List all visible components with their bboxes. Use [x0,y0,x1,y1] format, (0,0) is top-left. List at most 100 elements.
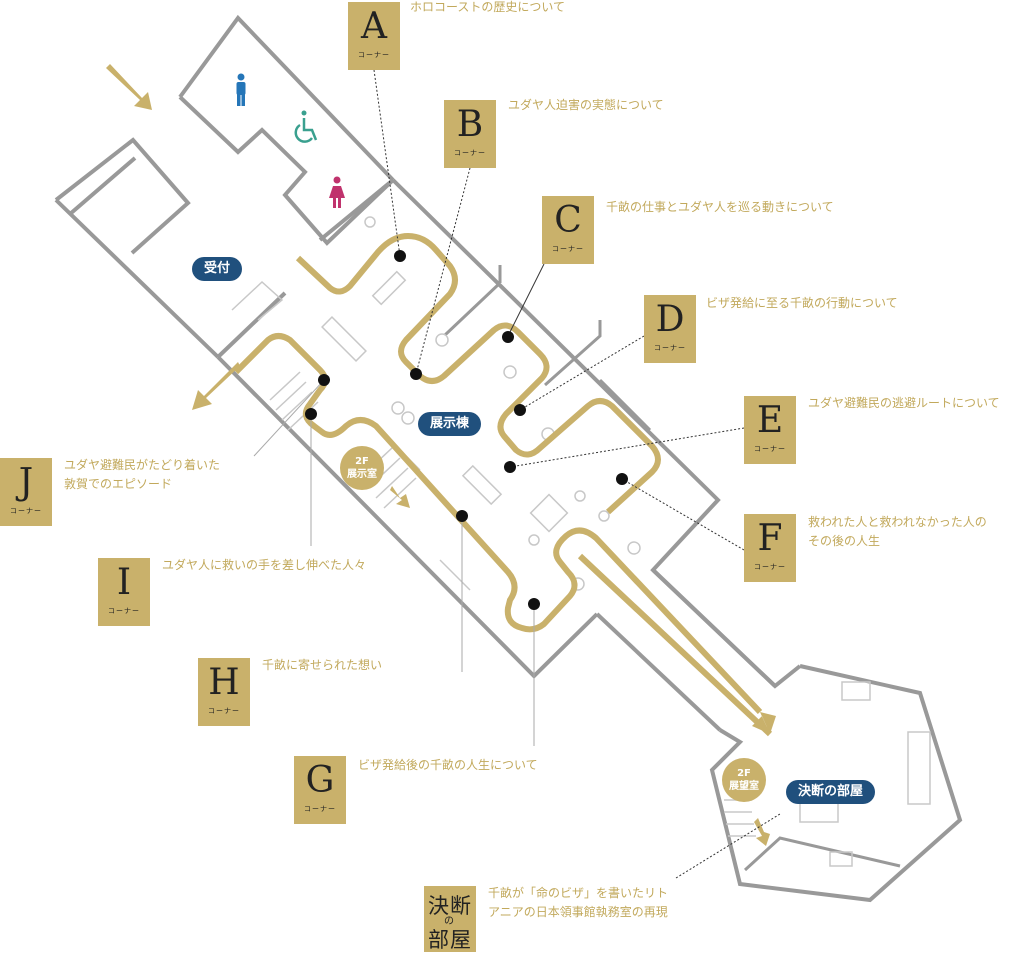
corner-desc-i: ユダヤ人に救いの手を差し伸べた人々 [162,558,367,572]
route-corridor-2 [577,553,773,737]
decision-room-desc: 千畝が「命のビザ」を書いたリト アニアの日本領事館執務室の再現 [488,886,669,919]
floor-2f-observation-name: 展望室 [729,781,759,792]
entry-arrow-icon [106,64,152,110]
male-restroom-icon [236,73,246,106]
leader-a [373,69,401,257]
corner-desc-d: ビザ発給に至る千畝の行動について [706,296,898,310]
corner-mark-g: G コーナー [294,756,346,824]
route-main [295,233,661,515]
corner-sub-i: コーナー [108,607,140,615]
corner-letter-h: H [208,662,240,703]
corner-mark-a: A コーナー [348,2,400,70]
corner-desc-g: ビザ発給後の千畝の人生について [358,758,538,772]
corner-letter-b: B [456,104,484,145]
decision-furniture-4 [829,851,853,867]
corner-sub-h: コーナー [208,707,240,715]
decision-mark-char-1: 決 [428,894,449,918]
route-upper-loop [233,333,763,715]
floor-2f-exhibit-circle: 2F 展示室 [340,446,384,490]
decision-mark-char-5: 屋 [450,928,471,952]
wall-divider-1 [443,265,502,337]
exit-arrow-icon [192,362,240,410]
marker-f [616,473,628,485]
leader-c [507,263,545,337]
wall-corridor-south [595,612,722,732]
corner-letter-e: E [756,400,784,441]
corner-markers [305,250,628,610]
corner-letter-a: A [361,6,387,47]
pillar-2 [503,365,517,379]
corner-mark-e: E コーナー [744,396,796,464]
display-case-2 [371,270,407,306]
marker-c [502,331,514,343]
reception-badge: 受付 [192,257,243,281]
accessible-restroom-icon [294,110,318,143]
pillar-6 [574,490,586,502]
marker-h [456,510,468,522]
wall-restroom-block [178,14,395,246]
display-case-4 [529,493,569,533]
decision-furniture-2 [907,731,931,805]
marker-e [504,461,516,473]
corner-sub-d: コーナー [654,344,686,352]
corner-mark-c: C コーナー [542,196,594,264]
wall-corridor-north [651,568,802,689]
pillar-9 [528,534,540,546]
wall-decision-inner [743,836,901,872]
wall-main-inner [216,178,395,359]
leader-j [253,379,325,457]
corner-mark-i: I コーナー [98,558,150,626]
decision-room-badge: 決断の部屋 [786,780,876,804]
wall-upper-left-block [54,137,220,359]
corner-mark-j: J コーナー [0,458,52,526]
stairs-arrow-2 [754,818,770,846]
corner-desc-h: 千畝に寄せられた想い [262,658,383,672]
corner-sub-j: コーナー [10,507,42,515]
corner-sub-b: コーナー [454,149,486,157]
visitor-route [233,233,773,737]
corner-sub-g: コーナー [304,805,336,813]
exhibition-hall-badge: 展示棟 [418,412,482,436]
corner-letter-c: C [554,200,582,241]
leader-d [519,335,645,411]
female-restroom-icon [329,176,345,208]
corner-desc-e: ユダヤ避難民の逃避ルートについて [808,396,1000,410]
corner-mark-f: F コーナー [744,514,796,582]
pillar-4 [391,401,405,415]
pillar-3 [364,216,376,228]
leader-e [509,427,745,468]
leader-decision [675,813,781,879]
decision-mark-char-2: 断 [450,894,471,918]
marker-b [410,368,422,380]
stairs-arrow-1 [390,486,410,508]
wall-divider-2 [544,320,602,387]
route-arrows [106,64,776,846]
corner-sub-a: コーナー [358,51,390,59]
pillar-7 [627,541,641,555]
decision-mark-char-4: 部 [428,928,449,952]
pillar-8 [598,510,610,522]
display-case-3 [461,464,503,506]
marker-d [514,404,526,416]
corner-letter-f: F [757,518,783,559]
corner-desc-a: ホロコーストの歴史について [410,0,566,14]
marker-g [528,598,540,610]
corner-desc-b: ユダヤ人迫害の実態について [508,98,664,112]
floor-2f-exhibit-name: 展示室 [347,469,377,480]
floor-2f-observation-circle: 2F 展望室 [722,758,766,802]
leader-f [621,478,745,551]
corner-letter-i: I [116,562,132,603]
corner-mark-d: D コーナー [644,295,696,363]
leader-b [415,167,471,375]
decision-furniture-1 [841,681,871,701]
corner-letter-d: D [655,299,685,340]
floor-2f-exhibit-floor: 2F [355,456,369,467]
corner-sub-f: コーナー [754,563,786,571]
corner-mark-b: B コーナー [444,100,496,168]
corner-desc-f: 救われた人と救われなかった人の その後の人生 [808,515,987,548]
marker-j [318,374,330,386]
corner-sub-e: コーナー [754,445,786,453]
decision-room-mark: 決 断 の 部 屋 [424,886,476,952]
